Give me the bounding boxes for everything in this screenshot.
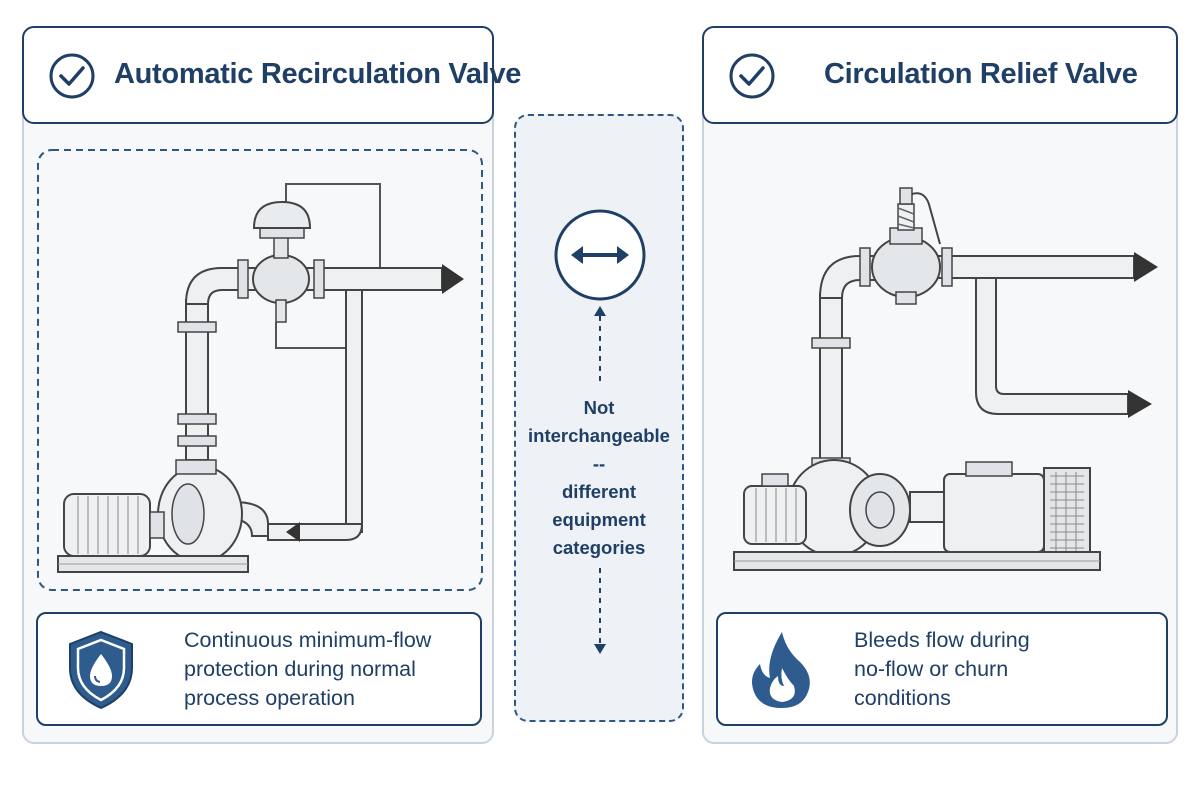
check-circle-icon bbox=[729, 53, 775, 99]
dashed-down-arrow bbox=[594, 568, 606, 654]
right-panel-title: Circulation Relief Valve bbox=[824, 58, 1138, 90]
not-interchangeable-divider: Not interchangeable -- different equipme… bbox=[514, 114, 684, 722]
left-info-line: Continuous minimum-flow bbox=[184, 628, 432, 652]
right-info-text: Bleeds flow during no-flow or churn cond… bbox=[854, 626, 1030, 713]
center-line: interchangeable bbox=[528, 425, 670, 446]
flame-icon bbox=[752, 632, 810, 708]
left-panel-header: Automatic Recirculation Valve bbox=[22, 26, 521, 124]
right-panel: Circulation Relief Valve bbox=[702, 26, 1178, 744]
relief-valve-pump-illustration bbox=[733, 187, 1158, 571]
center-line: equipment bbox=[552, 509, 646, 530]
right-panel-header: Circulation Relief Valve bbox=[702, 26, 1178, 124]
right-info-line: no-flow or churn bbox=[854, 657, 1009, 681]
left-info-box: Continuous minimum-flow protection durin… bbox=[36, 612, 482, 726]
shield-drop-icon bbox=[69, 630, 133, 710]
check-circle-icon bbox=[49, 53, 95, 99]
dashed-up-arrow bbox=[594, 306, 606, 382]
right-info-box: Bleeds flow during no-flow or churn cond… bbox=[716, 612, 1168, 726]
left-panel-title: Automatic Recirculation Valve bbox=[114, 58, 522, 90]
center-line: -- bbox=[592, 453, 606, 474]
center-line: different bbox=[562, 481, 636, 502]
right-info-line: conditions bbox=[854, 686, 951, 710]
left-info-text: Continuous minimum-flow protection durin… bbox=[184, 626, 431, 713]
left-info-line: protection during normal bbox=[184, 657, 416, 681]
right-info-line: Bleeds flow during bbox=[854, 628, 1030, 652]
left-info-line: process operation bbox=[184, 686, 355, 710]
double-arrow-icon bbox=[554, 209, 646, 301]
left-panel: Automatic Recirculation Valve bbox=[22, 26, 521, 744]
center-line: Not bbox=[583, 397, 615, 418]
center-text: Not interchangeable -- different equipme… bbox=[516, 394, 682, 562]
recirculation-valve-pump-illustration bbox=[37, 149, 483, 591]
center-line: categories bbox=[552, 537, 646, 558]
